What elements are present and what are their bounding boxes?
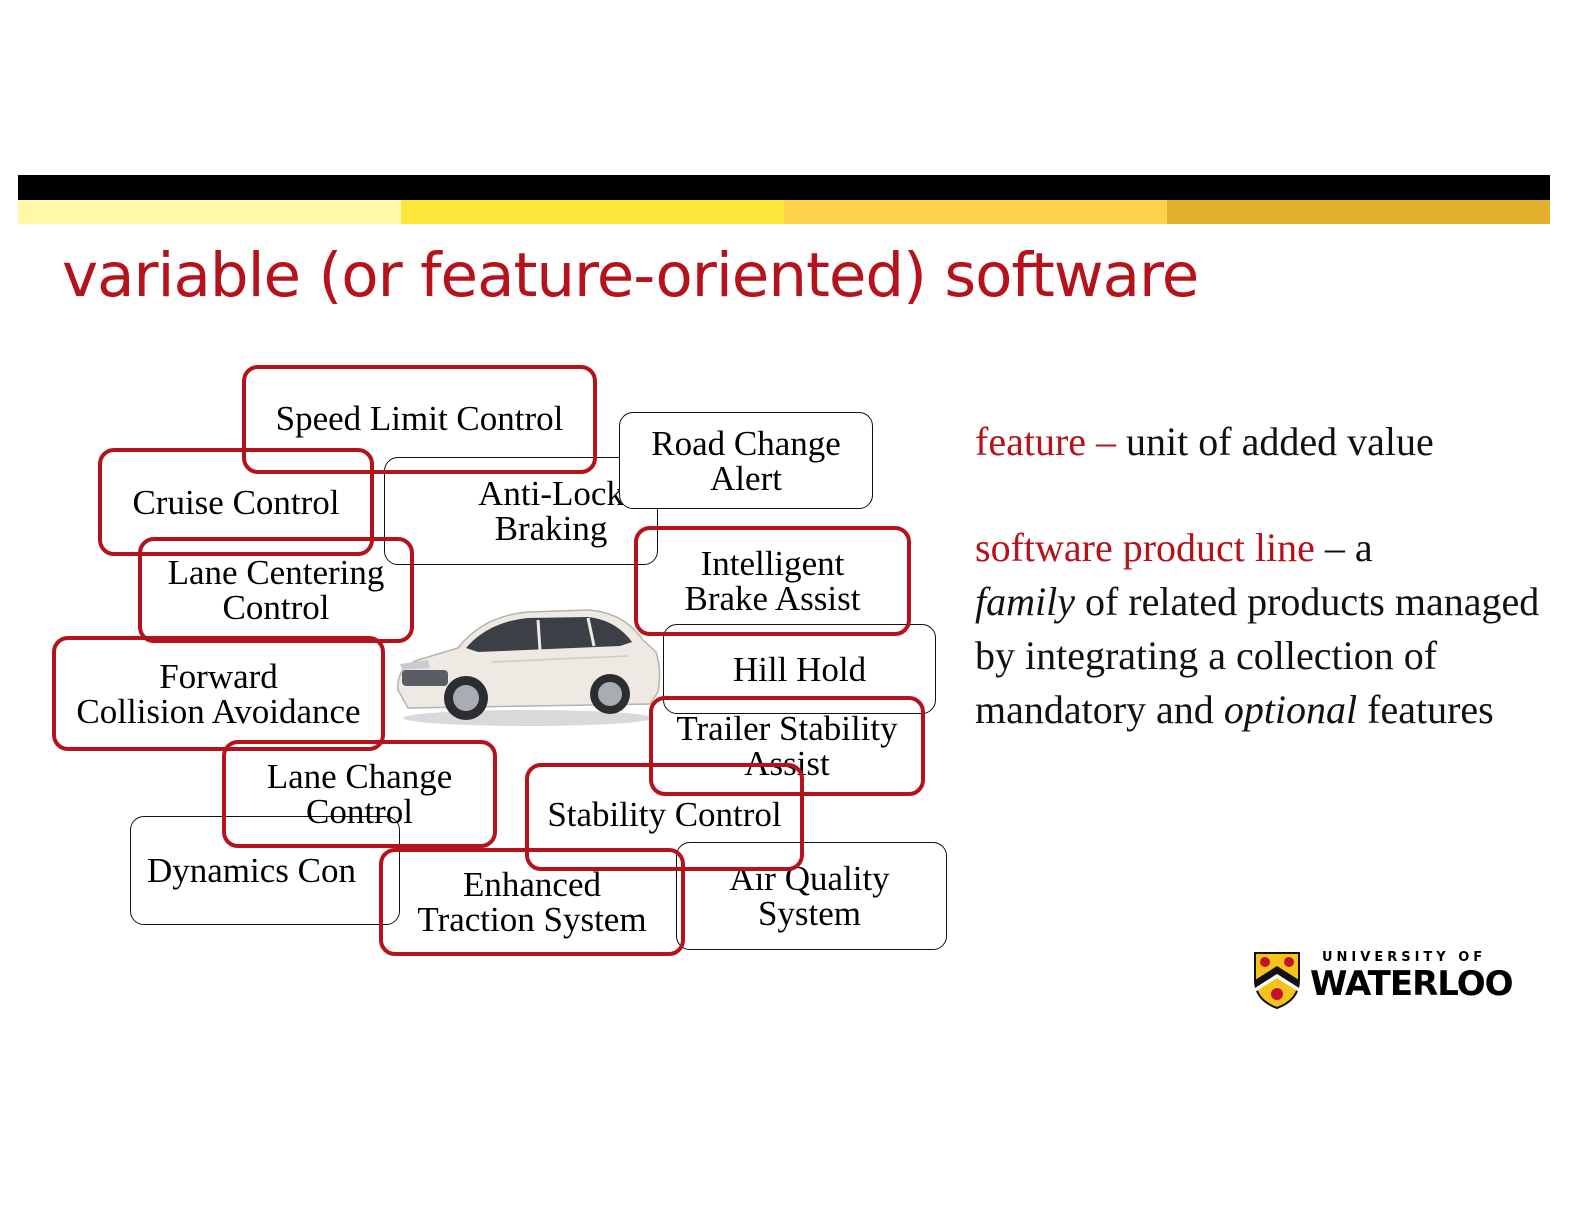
car-image xyxy=(388,590,662,734)
logo-line1: UNIVERSITY OF xyxy=(1322,950,1487,965)
feature-line: Traction System xyxy=(417,900,647,939)
feature-line: Intelligent xyxy=(700,544,845,583)
crest-icon xyxy=(1254,952,1300,1010)
feature-line: System xyxy=(757,894,862,933)
feature-term: feature – xyxy=(975,419,1117,464)
feature-line: Braking xyxy=(494,509,608,548)
stripe-1 xyxy=(18,200,401,224)
feature-line: Trailer Stability xyxy=(676,709,898,748)
feature-line: Hill Hold xyxy=(732,649,867,689)
spl-text: of related products managed by integrati… xyxy=(975,579,1540,732)
feature-line: Lane Change xyxy=(266,757,453,796)
feature-line: Control xyxy=(222,588,330,627)
header-stripes xyxy=(18,200,1550,224)
feature-line: Collision Avoidance xyxy=(76,691,361,731)
slide-title: variable (or feature-oriented) software xyxy=(62,240,1199,311)
feature-line: Stability Control xyxy=(547,795,782,834)
stripe-4 xyxy=(1167,200,1550,224)
feature-line: Brake Assist xyxy=(684,579,861,618)
definitions: feature – unit of added value software p… xyxy=(975,415,1555,737)
feature-line: Cruise Control xyxy=(132,482,340,522)
feature-line: Lane Centering xyxy=(167,553,385,592)
feature-def: unit of added value xyxy=(1116,419,1434,464)
feature-line: Dynamics Con xyxy=(147,851,357,890)
spl-term: software product line xyxy=(975,525,1315,570)
stripe-3 xyxy=(784,200,1167,224)
feature-definition: feature – unit of added value xyxy=(975,415,1555,469)
feature-line: Anti-Lock xyxy=(478,474,624,513)
spl-text-end: features xyxy=(1357,687,1494,732)
feature-box-cruise-control: Cruise Control xyxy=(98,448,374,556)
feature-box-stability-control: Stability Control xyxy=(525,763,804,871)
logo-line2: WATERLOO xyxy=(1310,964,1514,1004)
feature-line: Speed Limit Control xyxy=(275,399,564,438)
feature-box-speed-limit-control: Speed Limit Control xyxy=(242,365,597,474)
feature-line: Enhanced xyxy=(463,865,601,904)
header-bar xyxy=(18,175,1550,200)
spl-definition: software product line – a family of relat… xyxy=(975,521,1555,737)
optional-word: optional xyxy=(1223,687,1358,732)
feature-line: Road Change xyxy=(651,423,841,463)
feature-box-dynamics-control: Dynamics Con xyxy=(130,816,400,925)
feature-line: Alert xyxy=(710,458,782,498)
feature-line: Forward xyxy=(159,656,278,696)
feature-line: Control xyxy=(306,792,413,831)
feature-line: Air Quality xyxy=(729,859,890,898)
university-logo: UNIVERSITY OF WATERLOO xyxy=(1252,950,1514,1012)
family-word: family xyxy=(975,579,1075,624)
spl-dash: – a xyxy=(1314,525,1373,570)
stripe-2 xyxy=(401,200,784,224)
